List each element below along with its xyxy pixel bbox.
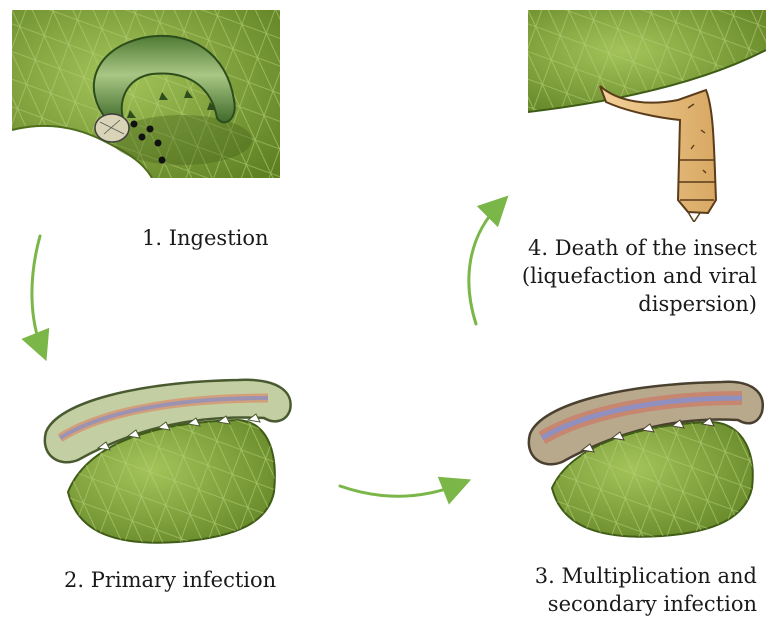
cycle-arrow-icon <box>0 0 767 619</box>
